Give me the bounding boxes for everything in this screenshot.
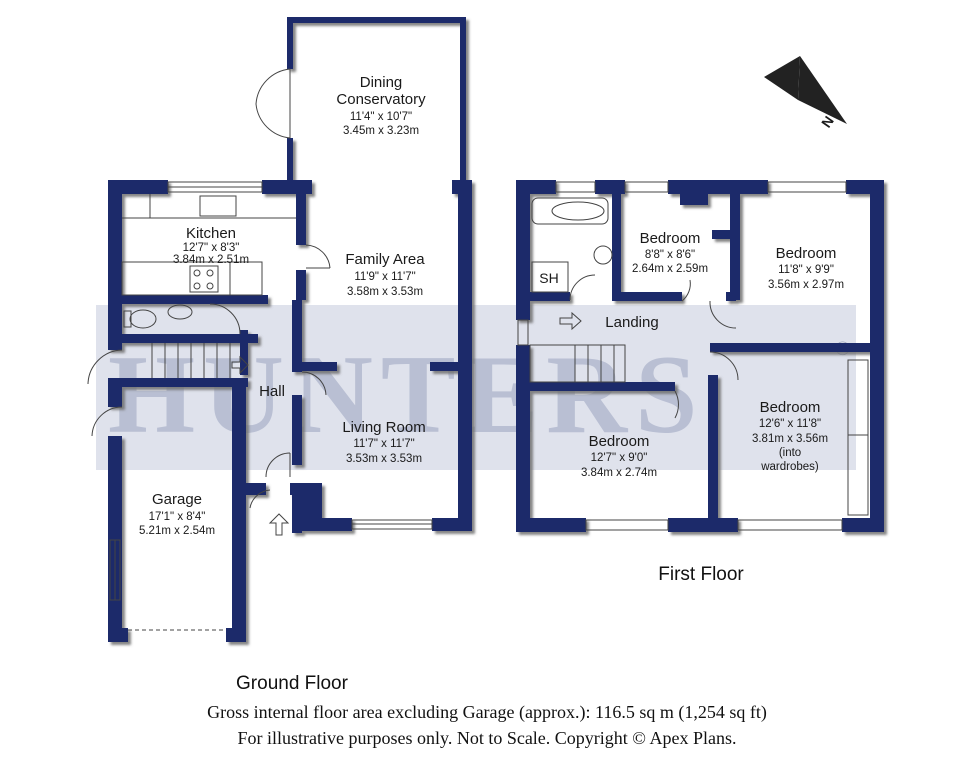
landing-name: Landing <box>605 314 658 331</box>
footer-area-line: Gross internal floor area excluding Gara… <box>207 702 767 723</box>
kitchen-dim-metric: 3.84m x 2.51m <box>173 254 249 266</box>
bedroom-right-dim-imperial: 11'8" x 9'9" <box>778 264 834 276</box>
bedroom-right-dim-metric: 3.56m x 2.97m <box>768 279 844 291</box>
living-room-dim-imperial: 11'7" x 11'7" <box>353 438 414 450</box>
bedroom-master-dim-imperial: 12'6" x 11'8" <box>759 418 821 430</box>
bedroom-front-dim-imperial: 12'7" x 9'0" <box>591 452 648 464</box>
ground-floor-label: Ground Floor <box>236 673 349 694</box>
first-floor-fixtures <box>517 181 869 531</box>
conservatory-name-line2: Conservatory <box>336 91 426 108</box>
bedroom-right-name: Bedroom <box>776 245 837 262</box>
watermark-text: HUNTERS <box>108 333 705 457</box>
garage-dim-imperial: 17'1" x 8'4" <box>149 511 206 523</box>
ground-floor-walls <box>108 17 472 642</box>
conservatory-name-line1: Dining <box>360 74 403 91</box>
bedroom-front-name: Bedroom <box>589 433 650 450</box>
conservatory-dim-imperial: 11'4" x 10'7" <box>350 111 412 123</box>
bedroom-small-dim-imperial: 8'8" x 8'6" <box>645 249 695 261</box>
first-floor-label: First Floor <box>658 564 744 585</box>
bedroom-small-name: Bedroom <box>640 230 701 247</box>
living-room-name: Living Room <box>342 419 425 436</box>
family-area-dim-metric: 3.58m x 3.53m <box>347 286 423 298</box>
bedroom-master-name: Bedroom <box>760 399 821 416</box>
bedroom-master-note-line2: wardrobes) <box>760 461 819 473</box>
bedroom-front-dim-metric: 3.84m x 2.74m <box>581 467 657 479</box>
hall-name: Hall <box>259 383 285 400</box>
family-area-dim-imperial: 11'9" x 11'7" <box>354 271 415 283</box>
kitchen-dim-imperial: 12'7" x 8'3" <box>183 242 240 254</box>
kitchen-name: Kitchen <box>186 225 236 242</box>
watermark-band <box>96 305 856 470</box>
family-area-name: Family Area <box>345 251 425 268</box>
ground-floor-fixtures <box>87 68 433 631</box>
garage-name: Garage <box>152 491 202 508</box>
compass-arrow-icon <box>764 56 847 124</box>
bedroom-small-dim-metric: 2.64m x 2.59m <box>632 263 708 275</box>
living-room-dim-metric: 3.53m x 3.53m <box>346 453 422 465</box>
conservatory-dim-metric: 3.45m x 3.23m <box>343 125 419 137</box>
shower-label: SH <box>539 270 558 286</box>
first-floor-walls <box>516 180 884 532</box>
bedroom-master-dim-metric: 3.81m x 3.56m <box>752 433 828 445</box>
footer-copyright-line: For illustrative purposes only. Not to S… <box>238 728 737 748</box>
bedroom-master-note-line1: (into <box>779 447 801 459</box>
garage-dim-metric: 5.21m x 2.54m <box>139 525 215 537</box>
